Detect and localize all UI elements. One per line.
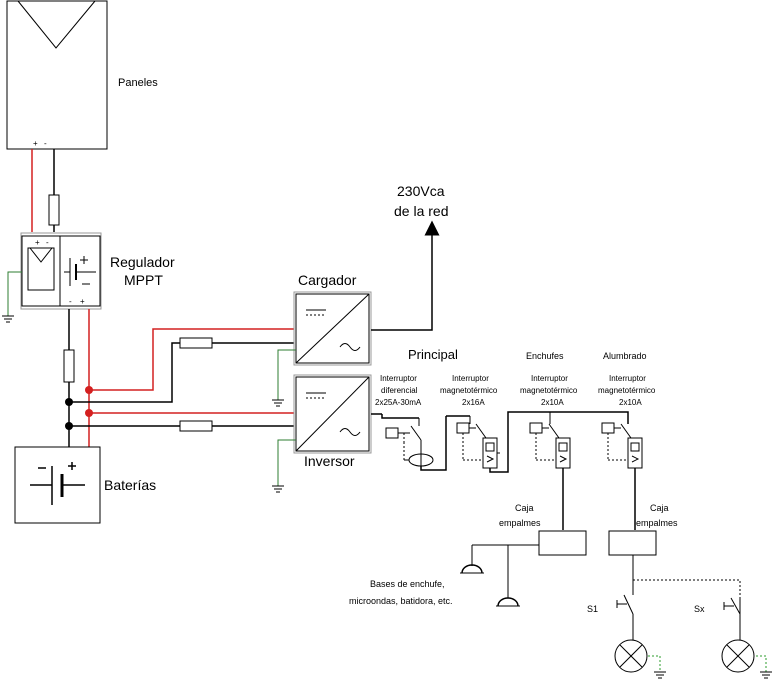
main-caption-line2: magnetotérmico — [440, 386, 498, 395]
plugs-junction-line1: Caja — [515, 503, 534, 513]
batteries: Baterías — [14, 446, 156, 524]
charger-fuse — [179, 337, 213, 349]
batteries-label: Baterías — [104, 477, 156, 493]
inverter-dc-wires — [69, 412, 295, 432]
lights-breaker-caption: Interruptor magnetotérmico 2x10A — [598, 374, 656, 407]
differential-breaker — [381, 414, 447, 471]
plugs-junction-box: Caja empalmes Bases de enchufe, microond… — [349, 503, 587, 607]
charger: Cargador — [272, 220, 440, 407]
reg-input-negative: - — [46, 238, 49, 247]
main-breaker-caption: Interruptor magnetotérmico 2x16A — [440, 374, 498, 407]
lights-caption-line1: Interruptor — [609, 374, 646, 383]
dc-bus-wires — [63, 309, 93, 447]
switch-s1-label: S1 — [587, 604, 598, 614]
lights-caption-line2: magnetotérmico — [598, 386, 656, 395]
panel-fuse — [48, 194, 60, 226]
reg-output-negative: - — [69, 297, 72, 306]
panel-negative-terminal: - — [44, 139, 47, 148]
diff-caption-line3: 2x25A-30mA — [375, 398, 422, 407]
panel-positive-terminal: + — [33, 139, 38, 148]
lights-junction-box: Caja empalmes — [608, 503, 741, 598]
diff-caption-line2: diferencial — [381, 386, 418, 395]
panel-wires — [31, 149, 60, 232]
main-caption-line3: 2x16A — [462, 398, 485, 407]
plugs-junction-line2: empalmes — [499, 518, 541, 528]
lights-magnetothermic-breaker — [575, 411, 643, 530]
main-section-heading: Principal — [408, 347, 458, 362]
panels-label: Paneles — [118, 77, 158, 89]
reg-input-positive: + — [35, 238, 40, 247]
inverter-fuse — [179, 420, 213, 432]
regulator-label-line2: MPPT — [124, 272, 163, 288]
plugs-section-heading: Enchufes — [526, 351, 564, 361]
lights-caption-line3: 2x10A — [619, 398, 642, 407]
lights-section-heading: Alumbrado — [603, 351, 647, 361]
lights-junction-line1: Caja — [650, 503, 669, 513]
reg-output-positive: + — [80, 297, 85, 306]
charger-label: Cargador — [298, 272, 357, 288]
inverter: Inversor — [272, 374, 382, 493]
grid-label-line2: de la red — [394, 203, 448, 219]
inverter-label: Inversor — [304, 453, 355, 469]
solar-panels: Paneles + - — [6, 0, 158, 150]
outlets-caption-line2: microondas, batidora, etc. — [349, 596, 453, 606]
grid-label-line1: 230Vca — [397, 183, 445, 199]
plugs-magnetothermic-breaker — [529, 412, 571, 530]
plugs-breaker-caption: Interruptor magnetotérmico 2x10A — [520, 374, 578, 407]
diff-caption-line1: Interruptor — [380, 374, 417, 383]
mppt-regulator: + - - + Regulador MPPT — [20, 232, 175, 310]
regulator-ground — [2, 271, 22, 323]
regulator-label-line1: Regulador — [110, 254, 175, 270]
differential-breaker-caption: Interruptor diferencial 2x25A-30mA — [375, 374, 422, 407]
lamp-circuit-x: Sx — [694, 597, 772, 679]
lamp-circuit-1: S1 — [587, 580, 666, 679]
lights-junction-line2: empalmes — [636, 518, 678, 528]
battery-fuse — [63, 349, 75, 383]
charger-dc-wires — [69, 328, 295, 403]
plugs-caption-line1: Interruptor — [531, 374, 568, 383]
outlets-caption-line1: Bases de enchufe, — [370, 579, 445, 589]
main-magnetothermic-breaker — [446, 411, 575, 473]
main-caption-line1: Interruptor — [452, 374, 489, 383]
plugs-caption-line3: 2x10A — [541, 398, 564, 407]
switch-sx-label: Sx — [694, 604, 705, 614]
plugs-caption-line2: magnetotérmico — [520, 386, 578, 395]
